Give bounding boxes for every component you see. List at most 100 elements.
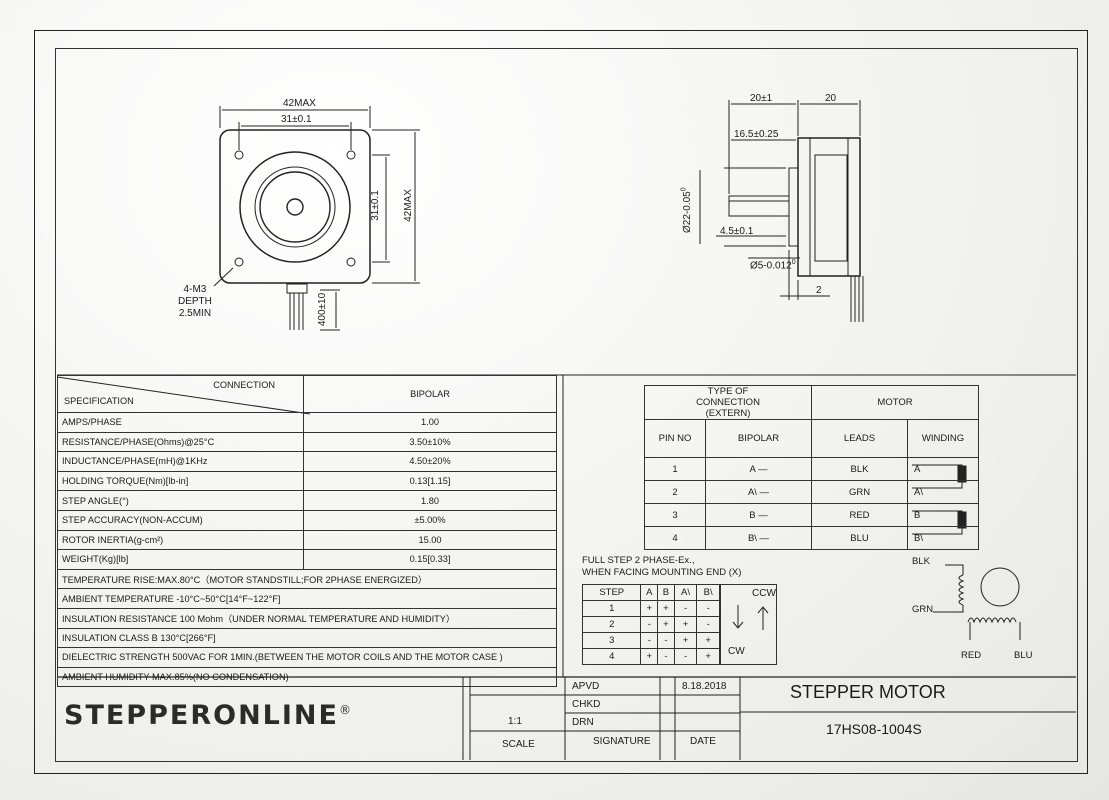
- header-bipolar: BIPOLAR: [303, 375, 557, 413]
- step-title-2: WHEN FACING MOUNTING END (X): [582, 567, 742, 578]
- spec-note-row: DIELECTRIC STRENGTH 500VAC FOR 1MIN.(BET…: [57, 647, 557, 668]
- spec-header-cell: CONNECTION SPECIFICATION: [57, 375, 304, 413]
- spec-label: AMPS/PHASE: [57, 412, 304, 433]
- spec-note-row: AMBIENT HUMIDITY MAX.85%(NO CONDENSATION…: [57, 666, 557, 688]
- step-cell: +: [657, 616, 675, 633]
- bipolar-cell: A —: [705, 457, 812, 481]
- spec-label: RESISTANCE/PHASE(Ohms)@25°C: [57, 431, 304, 453]
- dim-boss: Ø22-0.050: [680, 187, 693, 233]
- date-value: 8.18.2018: [682, 681, 727, 692]
- step-cell: -: [696, 616, 720, 633]
- spec-note-row: TEMPERATURE RISE:MAX.80°C（MOTOR STANDSTI…: [57, 568, 557, 590]
- step-cell: -: [640, 632, 659, 649]
- header-specification: SPECIFICATION: [64, 396, 134, 406]
- dim-width-max: 42MAX: [283, 98, 316, 109]
- cw-label: CW: [728, 646, 745, 657]
- step-cell: +: [673, 616, 698, 633]
- step-row: 2-++-: [581, 616, 720, 633]
- bipolar-header: BIPOLAR: [705, 419, 812, 458]
- brand-logo: STEPPERONLINE®: [64, 700, 353, 731]
- pin-no-header: PIN NO: [644, 419, 706, 458]
- dim-flat-depth: 4.5±0.1: [720, 226, 754, 237]
- step-header: B\: [696, 584, 720, 601]
- step-cell: +: [640, 648, 659, 665]
- dim-shaft-dia: Ø5-0.0120: [750, 259, 796, 272]
- spec-label: STEP ANGLE(°): [57, 490, 304, 511]
- pin-cell: 4: [644, 526, 706, 550]
- spec-label: HOLDING TORQUE(Nm)[lb-in]: [57, 470, 304, 492]
- schematic-red: RED: [961, 650, 982, 661]
- winding-cell: A\: [907, 480, 979, 504]
- dim-flat: 16.5±0.25: [734, 129, 779, 140]
- spec-value: 0.13[1.15]: [303, 470, 557, 492]
- step-cell: -: [640, 616, 659, 633]
- spec-note: AMBIENT TEMPERATURE -10°C~50°C[14°F~122°…: [57, 588, 557, 609]
- conn-header-row: TYPE OF CONNECTION (EXTERN) MOTOR: [644, 385, 979, 420]
- step-cell: 2: [581, 616, 642, 633]
- spec-label: ROTOR INERTIA(g-cm²): [57, 529, 304, 551]
- dim-height-max: 42MAX: [402, 189, 414, 222]
- scale-value: 1:1: [508, 716, 522, 727]
- type-of-connection-header: TYPE OF CONNECTION (EXTERN): [644, 385, 812, 420]
- spec-row: WEIGHT(Kg)[lb]0.15[0.33]: [57, 549, 557, 570]
- spec-value: ±5.00%: [303, 509, 557, 531]
- step-sequence-table: STEP A B A\ B\ 1++-- 2-++- 3--++ 4+--+: [581, 584, 720, 665]
- bipolar-cell: B\ —: [705, 526, 812, 550]
- spec-row: HOLDING TORQUE(Nm)[lb-in]0.13[1.15]: [57, 470, 557, 492]
- spec-note: INSULATION RESISTANCE 100 Mohm（UNDER NOR…: [57, 607, 557, 629]
- product-title: STEPPER MOTOR: [790, 682, 946, 702]
- spec-label: INDUCTANCE/PHASE(mH)@1KHz: [57, 451, 304, 472]
- dim-flange: 2: [816, 285, 822, 296]
- motor-header: MOTOR: [811, 385, 979, 420]
- spec-value: 4.50±20%: [303, 451, 557, 472]
- step-cell: -: [673, 648, 698, 665]
- schematic-grn: GRN: [912, 604, 934, 615]
- winding-cell: B\: [907, 526, 979, 550]
- spec-note-row: INSULATION CLASS B 130°C[266°F]: [57, 627, 557, 649]
- spec-value: 15.00: [303, 529, 557, 551]
- step-cell: +: [640, 600, 659, 617]
- winding-cell: B: [907, 503, 979, 527]
- winding-schematic: [732, 564, 1021, 640]
- dim-hole-spacing-v: 31±0.1: [369, 190, 381, 221]
- model-number: 17HS08-1004S: [826, 721, 922, 737]
- step-cell: +: [696, 632, 720, 649]
- inner-frame: [55, 48, 1078, 762]
- step-cell: +: [673, 632, 698, 649]
- signature-label: SIGNATURE: [593, 736, 651, 747]
- front-view: [213, 106, 420, 331]
- step-cell: -: [696, 600, 720, 617]
- side-view: [699, 100, 864, 322]
- step-title-1: FULL STEP 2 PHASE-Ex.,: [582, 555, 695, 566]
- spec-note: AMBIENT HUMIDITY MAX.85%(NO CONDENSATION…: [57, 666, 557, 688]
- dim-body: 20±1: [750, 93, 773, 104]
- conn-subheader-row: PIN NO BIPOLAR LEADS WINDING: [644, 419, 979, 458]
- step-header: A\: [673, 584, 698, 601]
- step-row: 3--++: [581, 632, 720, 649]
- outer-frame: [34, 30, 1088, 774]
- spec-value: 3.50±10%: [303, 431, 557, 453]
- step-header-row: STEP A B A\ B\: [581, 584, 720, 601]
- step-cell: 3: [581, 632, 642, 649]
- lead-cell: GRN: [811, 480, 908, 504]
- step-row: 4+--+: [581, 648, 720, 665]
- chkd-label: CHKD: [572, 699, 601, 710]
- apvd-label: APVD: [572, 681, 600, 692]
- spec-label: STEP ACCURACY(NON-ACCUM): [57, 509, 304, 531]
- spec-note-row: AMBIENT TEMPERATURE -10°C~50°C[14°F~122°…: [57, 588, 557, 609]
- spec-value: 0.15[0.33]: [303, 549, 557, 570]
- direction-box: [720, 584, 777, 665]
- pin-cell: 3: [644, 503, 706, 527]
- spec-value: 1.00: [303, 412, 557, 433]
- lead-cell: BLU: [811, 526, 908, 550]
- drn-label: DRN: [572, 717, 594, 728]
- spec-value: 1.80: [303, 490, 557, 511]
- step-cell: 1: [581, 600, 642, 617]
- winding-header: WINDING: [907, 419, 979, 458]
- pin-cell: 1: [644, 457, 706, 481]
